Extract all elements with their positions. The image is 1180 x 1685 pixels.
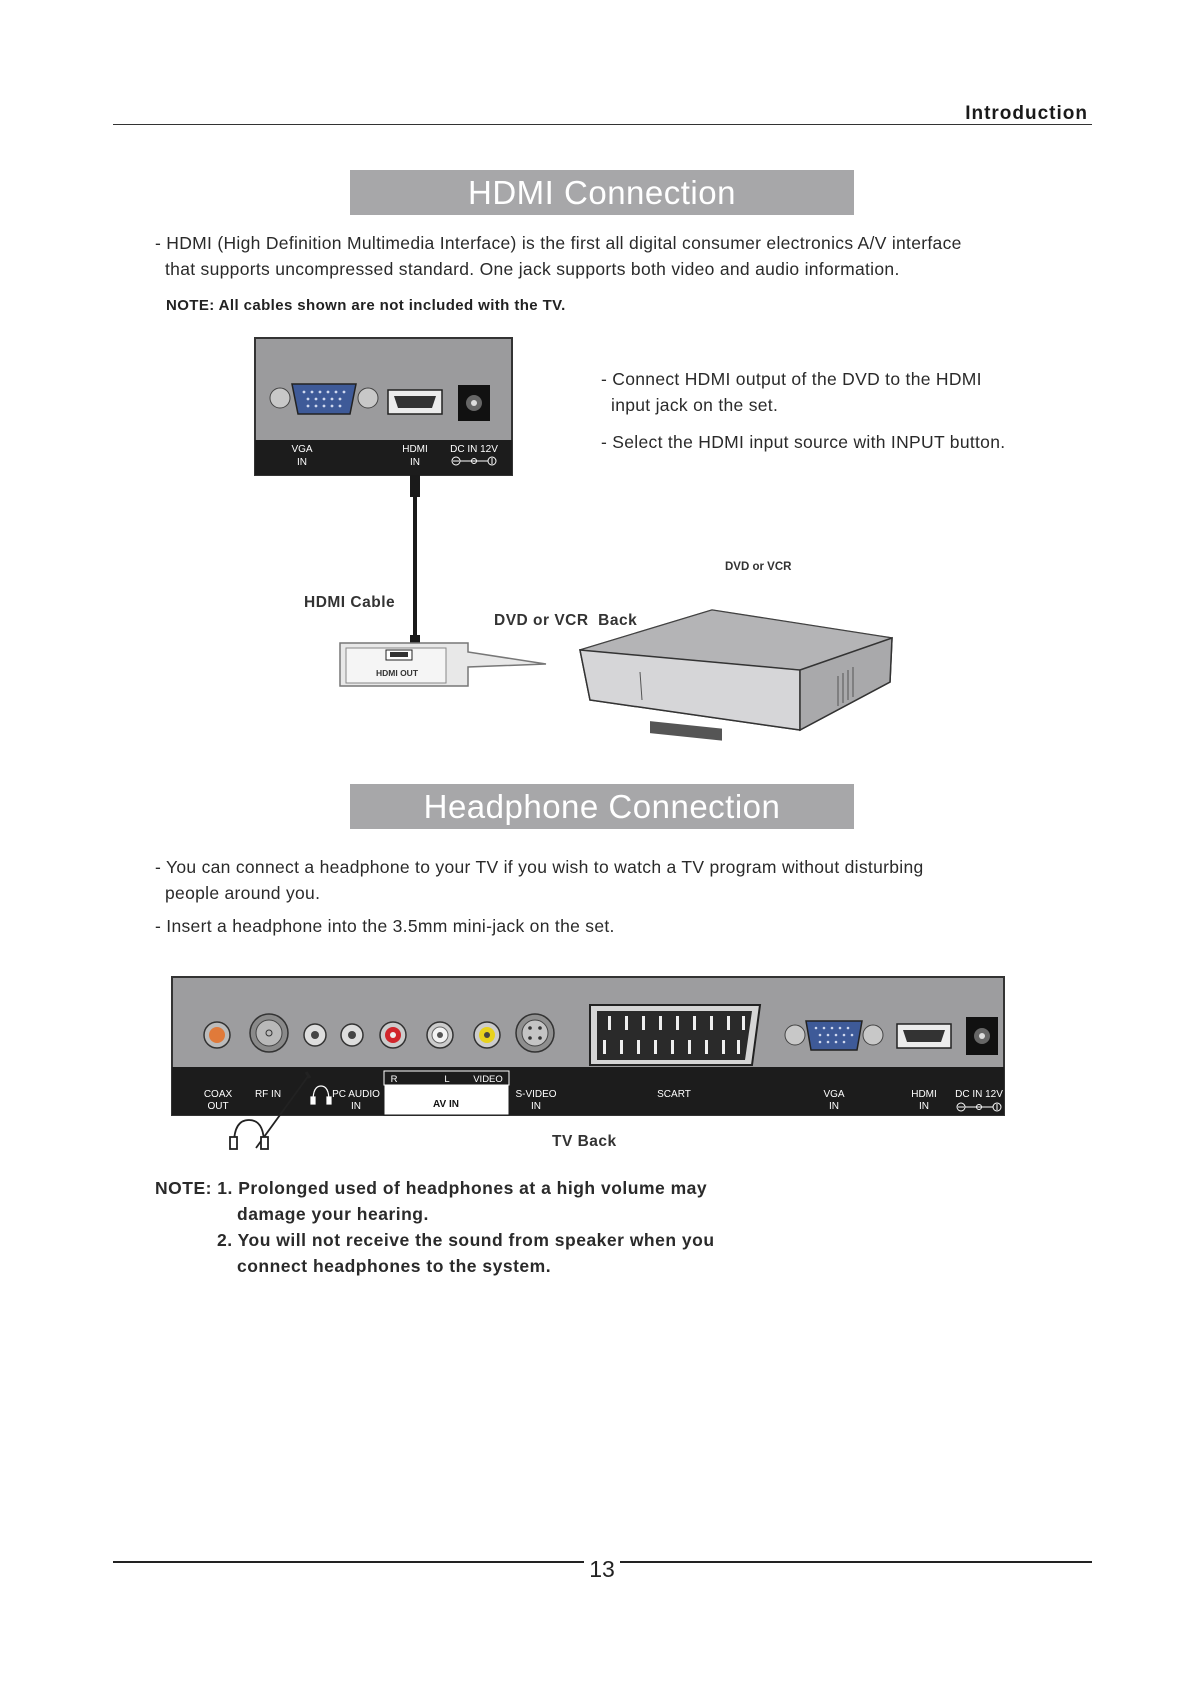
dvd-player-illustration — [579, 609, 893, 741]
page-number: 13 — [589, 1556, 615, 1582]
coax-out-label: OUT — [207, 1101, 228, 1112]
tv-back-panel-diagram: COAX OUT RF IN PC AUDIO IN R L VIDEO AV … — [171, 976, 1005, 1150]
tv-vga-label: VGA — [291, 444, 312, 455]
headphone-note-line4: connect headphones to the system. — [237, 1256, 552, 1276]
hdmi-out-label: HDMI OUT — [376, 668, 419, 678]
s-video-in-label: IN — [531, 1101, 541, 1112]
hdmi-in-label: IN — [919, 1101, 929, 1112]
headphone-illustration — [229, 1071, 312, 1150]
hdmi-port-icon — [387, 389, 443, 415]
headphone-para1-line2: people around you. — [165, 883, 321, 903]
pc-audio-label: PC AUDIO — [332, 1089, 380, 1100]
scart-port-icon — [589, 1004, 762, 1066]
header-title: Introduction — [965, 103, 1088, 124]
scart-label: SCART — [657, 1089, 691, 1100]
hdmi-port-icon — [896, 1023, 952, 1049]
s-video-label: S-VIDEO — [515, 1089, 556, 1100]
hdmi-label: HDMI — [911, 1089, 937, 1100]
headphone-note-line1: NOTE: 1. Prolonged used of headphones at… — [155, 1178, 708, 1198]
dvd-back-label: DVD or VCR Back — [494, 612, 638, 629]
headphone-para1: - You can connect a headphone to your TV… — [155, 854, 1075, 906]
tv-dc-label: DC IN 12V — [450, 444, 498, 455]
footer-divider-left — [113, 1561, 584, 1563]
headphone-note-line3: 2. You will not receive the sound from s… — [217, 1230, 715, 1250]
headphone-para1-line1: - You can connect a headphone to your TV… — [155, 857, 924, 877]
headphone-note-line2: damage your hearing. — [237, 1204, 429, 1224]
av-video-label: VIDEO — [473, 1074, 503, 1085]
coax-label: COAX — [204, 1089, 233, 1100]
tv-panel-illustration: VGA IN HDMI IN DC IN 12V — [254, 337, 513, 476]
hdmi-note: NOTE: All cables shown are not included … — [166, 297, 566, 314]
dc-polarity-icon — [956, 1102, 1002, 1112]
s-video-port-icon — [515, 1013, 555, 1053]
av-in-label: AV IN — [433, 1099, 459, 1110]
tv-hdmi-label: HDMI — [402, 444, 428, 455]
hdmi-out-callout — [339, 642, 547, 687]
headphone-jack-icon — [310, 1085, 332, 1105]
headphone-para2: - Insert a headphone into the 3.5mm mini… — [155, 916, 615, 936]
hdmi-cable-label: HDMI Cable — [304, 594, 396, 611]
coax-out-port-icon — [203, 1021, 231, 1049]
vga-port-icon — [784, 1020, 884, 1051]
dc-jack-icon — [966, 1017, 998, 1055]
tv-vga-in-label: IN — [297, 457, 307, 468]
hdmi-step1-line1: - Connect HDMI output of the DVD to the … — [601, 369, 982, 389]
hdmi-section-title: HDMI Connection — [350, 170, 854, 215]
rf-in-label: RF IN — [255, 1089, 281, 1100]
dc-jack-icon — [458, 385, 490, 421]
header-divider — [113, 124, 1092, 125]
headphone-section-title: Headphone Connection — [350, 784, 854, 829]
tv-hdmi-in-label: IN — [410, 457, 420, 468]
hdmi-connection-diagram: VGA IN HDMI IN DC IN 12V HDMI OUT — [254, 337, 893, 741]
av-in-port-icon — [379, 1021, 501, 1049]
rf-in-port-icon — [249, 1013, 289, 1053]
tv-back-label: TV Back — [552, 1133, 617, 1150]
vga-label: VGA — [823, 1089, 844, 1100]
hdmi-intro-line1: - HDMI (High Definition Multimedia Inter… — [155, 233, 962, 253]
dvd-label: DVD or VCR — [725, 561, 792, 573]
vga-port-icon — [269, 383, 379, 415]
hdmi-cable-illustration — [410, 475, 420, 657]
hdmi-step1-line2: input jack on the set. — [611, 395, 779, 415]
dc-label: DC IN 12V — [955, 1089, 1003, 1100]
hdmi-step1: - Connect HDMI output of the DVD to the … — [601, 366, 1061, 418]
hdmi-intro: - HDMI (High Definition Multimedia Inter… — [155, 230, 1055, 282]
av-l-label: L — [444, 1074, 449, 1085]
av-r-label: R — [391, 1074, 398, 1085]
pc-audio-port-icon — [303, 1023, 364, 1047]
footer-divider-right — [620, 1561, 1092, 1563]
vga-in-label: IN — [829, 1101, 839, 1112]
dc-polarity-icon — [451, 456, 497, 466]
hdmi-step2: - Select the HDMI input source with INPU… — [601, 432, 1006, 452]
hdmi-intro-line2: that supports uncompressed standard. One… — [165, 259, 900, 279]
pc-audio-in-label: IN — [351, 1101, 361, 1112]
